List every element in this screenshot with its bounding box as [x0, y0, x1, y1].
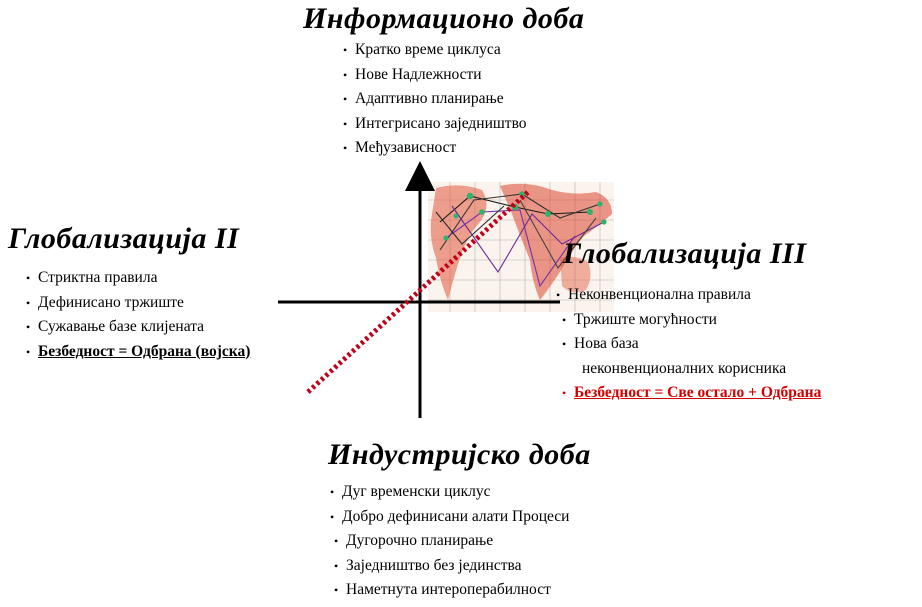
list-item: •Заједништво без јединства [330, 554, 569, 579]
bullet-icon: • [343, 67, 348, 82]
left-list: •Стриктна правила •Дефинисано тржиште •С… [26, 266, 250, 364]
list-item: •Стриктна правила [26, 266, 250, 291]
list-item: •Кратко време циклуса [343, 38, 527, 63]
bottom-heading: Индустријско доба [328, 438, 591, 471]
list-item: •Дуг временски циклус [330, 480, 569, 505]
list-item: •Дугорочно планирање [330, 529, 569, 554]
bullet-icon: • [562, 386, 567, 400]
list-item: •Нове Надлежности [343, 63, 527, 88]
bullet-icon: • [334, 583, 339, 597]
list-item-continuation: неконвенционалних корисника [582, 359, 787, 377]
list-item: •Адаптивно планирање [343, 87, 527, 112]
bullet-icon: • [26, 271, 31, 285]
list-item: •Тржиште могућности [556, 308, 821, 333]
list-item: •Сужавање базе клијената [26, 315, 250, 340]
bullet-icon: • [334, 534, 339, 548]
list-item: • Безбедност = Све остало + Одбрана [556, 381, 821, 406]
right-list: •Неконвенционална правила •Тржиште могућ… [556, 283, 821, 406]
right-heading: Глобализација III [563, 237, 807, 270]
list-item: •Наметнута интероперабилност [330, 578, 569, 603]
list-item: •Добро дефинисани алати Процеси [330, 505, 569, 530]
list-item: •Међузависност [343, 136, 527, 161]
bullet-icon: • [343, 43, 348, 57]
security-equals-everything-text: Безбедност = Све остало + Одбрана [574, 384, 822, 401]
bullet-icon: • [343, 141, 348, 155]
bullet-icon: • [343, 92, 348, 106]
top-heading: Информационо доба [303, 2, 585, 35]
list-item: •Дефинисано тржиште [26, 291, 250, 316]
bullet-icon: • [330, 509, 335, 524]
list-item: •Интегрисано заједништво [343, 112, 527, 137]
bottom-list: •Дуг временски циклус •Добро дефинисани … [330, 480, 569, 603]
growth-diagonal-dotted-line [306, 190, 530, 394]
bullet-icon: • [334, 558, 339, 573]
bullet-icon: • [562, 337, 567, 351]
list-item: • Безбедност = Одбрана (војска) [26, 340, 250, 365]
left-heading: Глобализација II [8, 222, 240, 255]
bullet-icon: • [26, 295, 31, 310]
list-item: •Неконвенционална правила [556, 283, 821, 308]
list-item: •Нова база [556, 332, 821, 357]
bullet-icon: • [556, 288, 561, 302]
bullet-icon: • [562, 312, 567, 327]
world-map-image [428, 182, 614, 312]
bullet-icon: • [26, 344, 31, 359]
bullet-icon: • [26, 320, 31, 334]
bullet-icon: • [330, 485, 335, 499]
security-equals-defense-text: Безбедност = Одбрана (војска) [38, 342, 251, 360]
top-list: •Кратко време циклуса •Нове Надлежности … [343, 38, 527, 161]
bullet-icon: • [343, 116, 348, 131]
